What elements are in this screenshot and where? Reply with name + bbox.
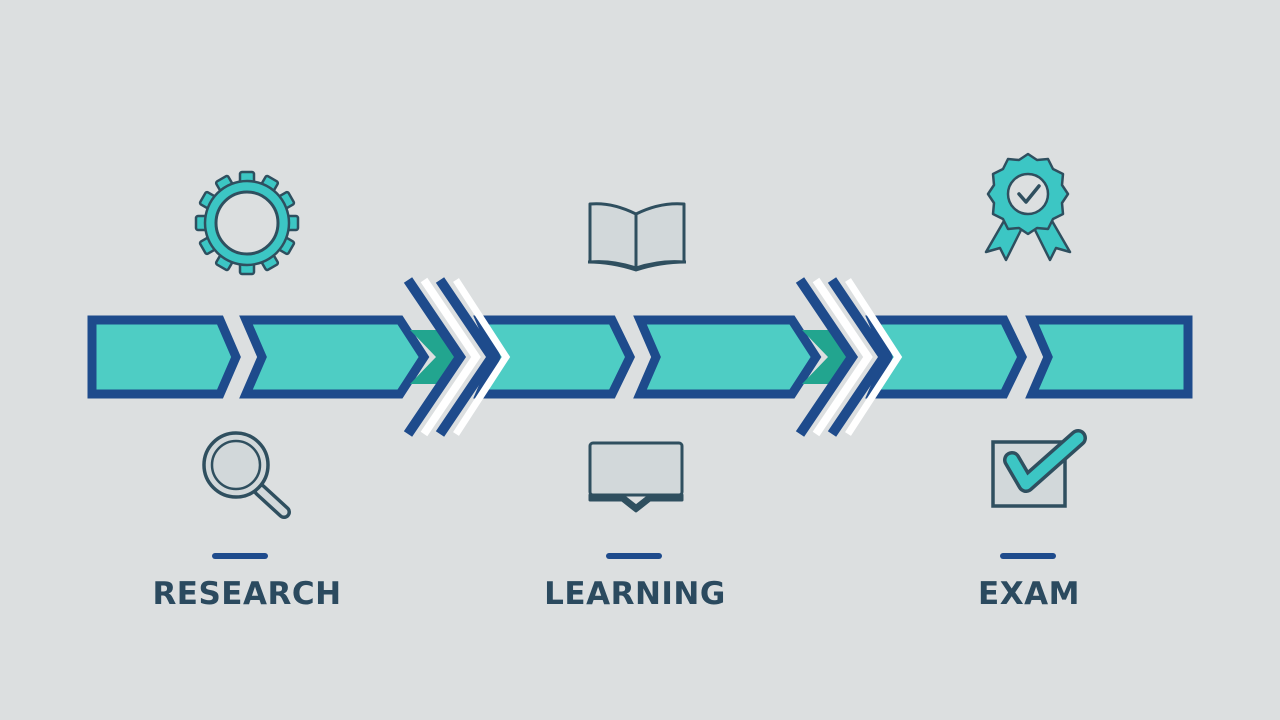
label-dash-learning bbox=[606, 553, 662, 559]
chevron-white bbox=[453, 278, 511, 436]
magnifier-icon bbox=[202, 431, 291, 519]
chevron-white bbox=[812, 277, 873, 437]
arrow-segment-2 bbox=[239, 315, 430, 399]
arrow-segment-6 bbox=[1025, 315, 1193, 399]
label-dash-exam bbox=[1000, 553, 1056, 559]
open-book-icon bbox=[587, 202, 687, 272]
arrow-band bbox=[87, 315, 1193, 399]
tablet-book-icon bbox=[588, 441, 684, 513]
chevron-stroke bbox=[403, 277, 467, 437]
gear-icon bbox=[194, 170, 300, 276]
chevron-stroke bbox=[795, 277, 859, 437]
award-badge-icon bbox=[984, 152, 1072, 262]
arrow-segment-1 bbox=[87, 315, 241, 399]
label-dash-research bbox=[212, 553, 268, 559]
checkbox-check-icon bbox=[991, 429, 1087, 508]
chevron-white bbox=[845, 278, 903, 436]
chevron-stroke bbox=[435, 277, 499, 437]
chevron-white bbox=[420, 277, 481, 437]
chevron-group-2 bbox=[795, 277, 903, 437]
stage-label-research: RESEARCH bbox=[152, 576, 342, 612]
chevron-stroke bbox=[827, 277, 891, 437]
arrow-segment-4 bbox=[633, 315, 822, 399]
stage-label-exam: EXAM bbox=[978, 576, 1080, 612]
stage-label-learning: LEARNING bbox=[544, 576, 726, 612]
chevron-group-1 bbox=[403, 277, 511, 437]
